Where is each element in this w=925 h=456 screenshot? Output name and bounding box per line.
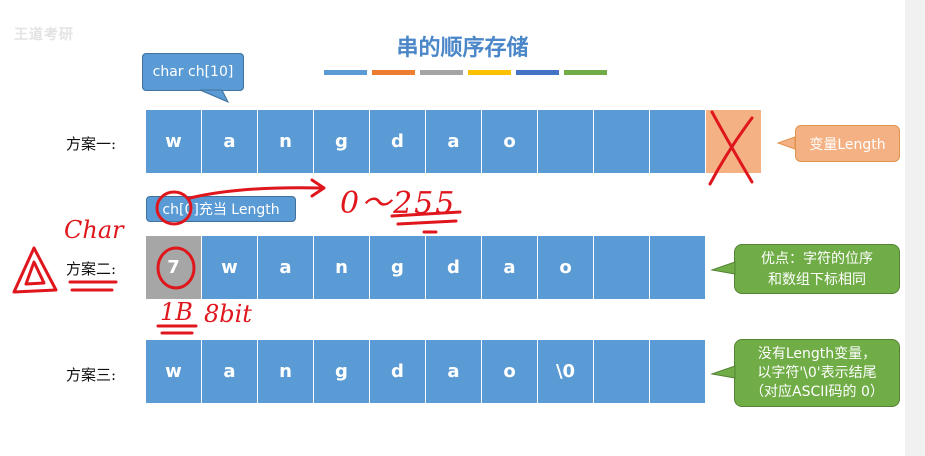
no-length-callout: 没有Length变量， 以字符'\0'表示结尾 （对应ASCII码的 0）: [734, 339, 900, 407]
arrow-head: [310, 178, 326, 198]
scheme1-cell: d: [370, 110, 426, 173]
scheme3-label: 方案三:: [66, 366, 117, 384]
triangle-mark: [12, 246, 58, 294]
null-terminator-cell: \0: [538, 340, 594, 403]
scheme1-cell: w: [146, 110, 202, 173]
scheme3-cell: [594, 340, 650, 403]
scheme3-cell: [650, 340, 706, 403]
scheme2-cell: w: [202, 236, 258, 299]
scheme2-cell: [594, 236, 650, 299]
advantage-line-2: 和数组下标相同: [768, 272, 866, 288]
scheme3-cell: w: [146, 340, 202, 403]
scheme1-cell: [538, 110, 594, 173]
no-length-line-2: 以字符'\0'表示结尾: [757, 365, 877, 381]
advantage-line-1: 优点：字符的位序: [761, 251, 873, 267]
char-decl-text: char ch[10]: [152, 64, 234, 80]
scheme1-cell: n: [258, 110, 314, 173]
char-handwriting: Char: [64, 216, 124, 244]
scheme3-array: w a n g d a o \0: [146, 340, 706, 403]
ch0-callout: ch[0]充当 Length: [146, 196, 296, 222]
deco-bar-1: [324, 70, 367, 75]
scheme2-cell: d: [426, 236, 482, 299]
length-var-text: 变量Length: [809, 136, 886, 153]
bits-handwriting: 8bit: [204, 300, 252, 328]
scheme3-cell: a: [202, 340, 258, 403]
no-length-line-1: 没有Length变量，: [757, 346, 877, 362]
scheme2-label: 方案二:: [66, 260, 117, 278]
scheme3-cell: n: [258, 340, 314, 403]
watermark: 王道考研: [14, 27, 74, 43]
length-byte-cell: 7: [146, 236, 202, 299]
deco-bar-3: [420, 70, 463, 75]
length-var-callout: 变量Length: [795, 125, 900, 162]
deco-bar-6: [564, 70, 607, 75]
scheme1-cell: [650, 110, 706, 173]
ch0-text: ch[0]充当 Length: [162, 202, 280, 218]
scheme1-array: w a n g d a o: [146, 110, 762, 173]
slide-title: 串的顺序存储: [396, 36, 529, 61]
advantage-callout: 优点：字符的位序 和数组下标相同: [734, 244, 900, 294]
scheme1-cell: g: [314, 110, 370, 173]
scheme1-cell: a: [426, 110, 482, 173]
scheme3-cell: a: [426, 340, 482, 403]
triangle-mark: [24, 260, 46, 286]
range-handwriting: 0～255: [340, 186, 457, 221]
deco-bar-2: [372, 70, 415, 75]
scheme2-cell: a: [258, 236, 314, 299]
scheme2-cell: n: [314, 236, 370, 299]
deco-bar-4: [468, 70, 511, 75]
scheme3-cell: d: [370, 340, 426, 403]
scheme2-cell: a: [482, 236, 538, 299]
scheme1-cell: o: [482, 110, 538, 173]
scheme3-cell: o: [482, 340, 538, 403]
slide-edge: [905, 0, 925, 456]
scheme1-cell: [594, 110, 650, 173]
scheme2-array: 7 w a n g d a o: [146, 236, 706, 299]
deco-bar-5: [516, 70, 559, 75]
char-decl-callout: char ch[10]: [142, 53, 244, 91]
scheme1-cell: a: [202, 110, 258, 173]
scheme3-cell: g: [314, 340, 370, 403]
scheme2-cell: g: [370, 236, 426, 299]
scheme2-cell: o: [538, 236, 594, 299]
scheme2-cell: [650, 236, 706, 299]
byte-handwriting: 1B: [160, 298, 193, 326]
no-length-line-3: （对应ASCII码的 0）: [750, 384, 884, 400]
scheme1-label: 方案一:: [66, 135, 117, 153]
length-cell: [706, 110, 762, 173]
